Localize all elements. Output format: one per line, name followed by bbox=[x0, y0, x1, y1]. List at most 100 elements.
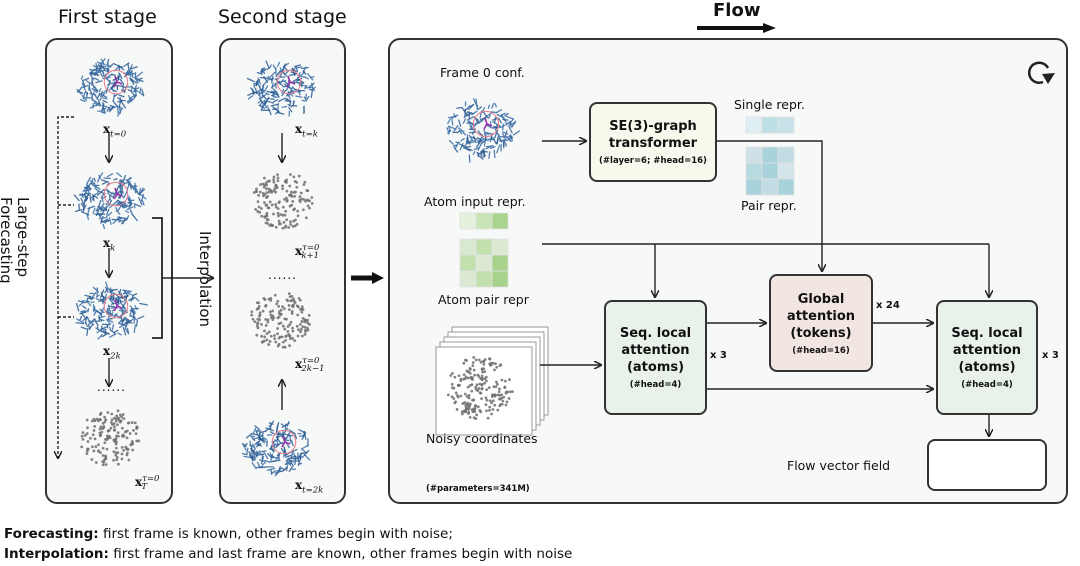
protein-bond bbox=[285, 465, 289, 472]
noise-point bbox=[304, 216, 308, 220]
noise-point bbox=[303, 333, 307, 336]
protein-bond bbox=[89, 72, 95, 81]
noise-point bbox=[114, 451, 118, 455]
noise-point bbox=[121, 413, 125, 416]
legend-interpolation: Interpolation: first frame and last fram… bbox=[4, 546, 572, 562]
noise-point bbox=[289, 222, 293, 226]
protein-bond bbox=[95, 209, 100, 217]
noise-point bbox=[283, 307, 286, 311]
seq-local-attention-box-1: Seq. local attention (atoms) (#head=4) bbox=[604, 300, 707, 415]
noise-point bbox=[454, 391, 458, 395]
noise-point bbox=[451, 371, 454, 375]
protein-bond bbox=[139, 302, 148, 306]
protein-bond bbox=[77, 300, 86, 304]
repr-cell bbox=[745, 146, 763, 164]
protein-bond bbox=[264, 105, 269, 109]
noise-point bbox=[462, 377, 466, 381]
noise-point bbox=[279, 312, 283, 316]
noise-point bbox=[310, 196, 314, 199]
protein-bond bbox=[137, 315, 145, 320]
noise-point bbox=[297, 174, 301, 178]
protein-bond bbox=[256, 71, 263, 75]
protein-bond bbox=[119, 311, 125, 318]
protein-bond bbox=[100, 58, 105, 66]
protein-bond bbox=[257, 100, 263, 104]
protein-bond bbox=[274, 470, 283, 473]
protein-bond bbox=[288, 102, 292, 107]
noise-point bbox=[256, 324, 259, 328]
protein-bond bbox=[129, 209, 134, 216]
noise-point bbox=[498, 387, 501, 391]
noise-point bbox=[292, 191, 296, 194]
protein-bond bbox=[100, 219, 106, 224]
protein-bond bbox=[77, 90, 84, 95]
protein-bond bbox=[280, 80, 287, 82]
protein-bond bbox=[106, 208, 110, 216]
protein-bond bbox=[129, 297, 137, 301]
protein-bond bbox=[101, 111, 106, 114]
noise-point bbox=[463, 401, 467, 404]
noise-x-k1 bbox=[252, 173, 314, 230]
noise-point bbox=[264, 203, 268, 207]
protein-bond bbox=[252, 427, 257, 434]
noise-point bbox=[276, 207, 280, 210]
protein-bond bbox=[489, 136, 493, 143]
noise-point bbox=[109, 420, 113, 424]
protein-bond bbox=[112, 217, 120, 225]
noise-point bbox=[500, 393, 504, 397]
noise-point bbox=[485, 409, 488, 413]
noise-point bbox=[462, 373, 466, 377]
protein-bond bbox=[261, 436, 268, 441]
noise-point bbox=[276, 211, 280, 215]
noise-point bbox=[277, 342, 281, 346]
protein-bond bbox=[110, 194, 115, 199]
noise-point bbox=[125, 447, 129, 451]
legend-interpolation-text: first frame and last frame are known, ot… bbox=[108, 546, 573, 562]
noise-point bbox=[473, 404, 477, 408]
protein-bond bbox=[449, 125, 457, 130]
noise-point bbox=[498, 397, 501, 401]
noise-point bbox=[93, 419, 97, 423]
local1-sub: (#head=4) bbox=[629, 380, 682, 390]
noise-point bbox=[459, 379, 463, 383]
protein-bond bbox=[131, 94, 137, 102]
protein-bond bbox=[260, 450, 267, 453]
noise-point bbox=[288, 173, 292, 176]
noise-point bbox=[504, 391, 508, 395]
protein-bond bbox=[243, 455, 252, 459]
noise-point bbox=[133, 421, 137, 425]
protein-bond bbox=[109, 63, 114, 68]
protein-bond bbox=[504, 112, 509, 117]
noise-point bbox=[302, 208, 305, 212]
protein-bond bbox=[119, 78, 124, 84]
protein-bond bbox=[311, 82, 314, 91]
protein-bond bbox=[254, 425, 260, 430]
noise-point bbox=[274, 340, 278, 344]
noise-point bbox=[279, 213, 283, 216]
noise-point bbox=[135, 425, 139, 429]
noise-point bbox=[510, 390, 514, 393]
protein-bond bbox=[106, 172, 114, 178]
noise-point bbox=[494, 385, 498, 389]
noise-point bbox=[284, 338, 287, 342]
protein-bond bbox=[133, 324, 137, 334]
protein-bond bbox=[271, 82, 274, 89]
protein-bond bbox=[269, 71, 276, 78]
protein-bond bbox=[97, 65, 104, 73]
protein-bond bbox=[81, 79, 86, 87]
noisy-coordinates-stack bbox=[435, 326, 549, 436]
global-title-line3: (tokens) bbox=[790, 325, 852, 341]
noise-point bbox=[493, 403, 497, 407]
noise-point bbox=[299, 191, 303, 195]
protein-bond bbox=[139, 79, 144, 83]
noise-point bbox=[265, 191, 269, 195]
noise-point bbox=[473, 410, 477, 414]
protein-bond bbox=[91, 292, 97, 299]
noise-point bbox=[281, 205, 285, 209]
noise-point bbox=[453, 401, 457, 405]
noise-point bbox=[258, 313, 262, 317]
noise-point bbox=[306, 321, 310, 325]
noise-point bbox=[255, 333, 259, 337]
protein-bond bbox=[92, 207, 96, 214]
noise-point bbox=[488, 399, 492, 403]
